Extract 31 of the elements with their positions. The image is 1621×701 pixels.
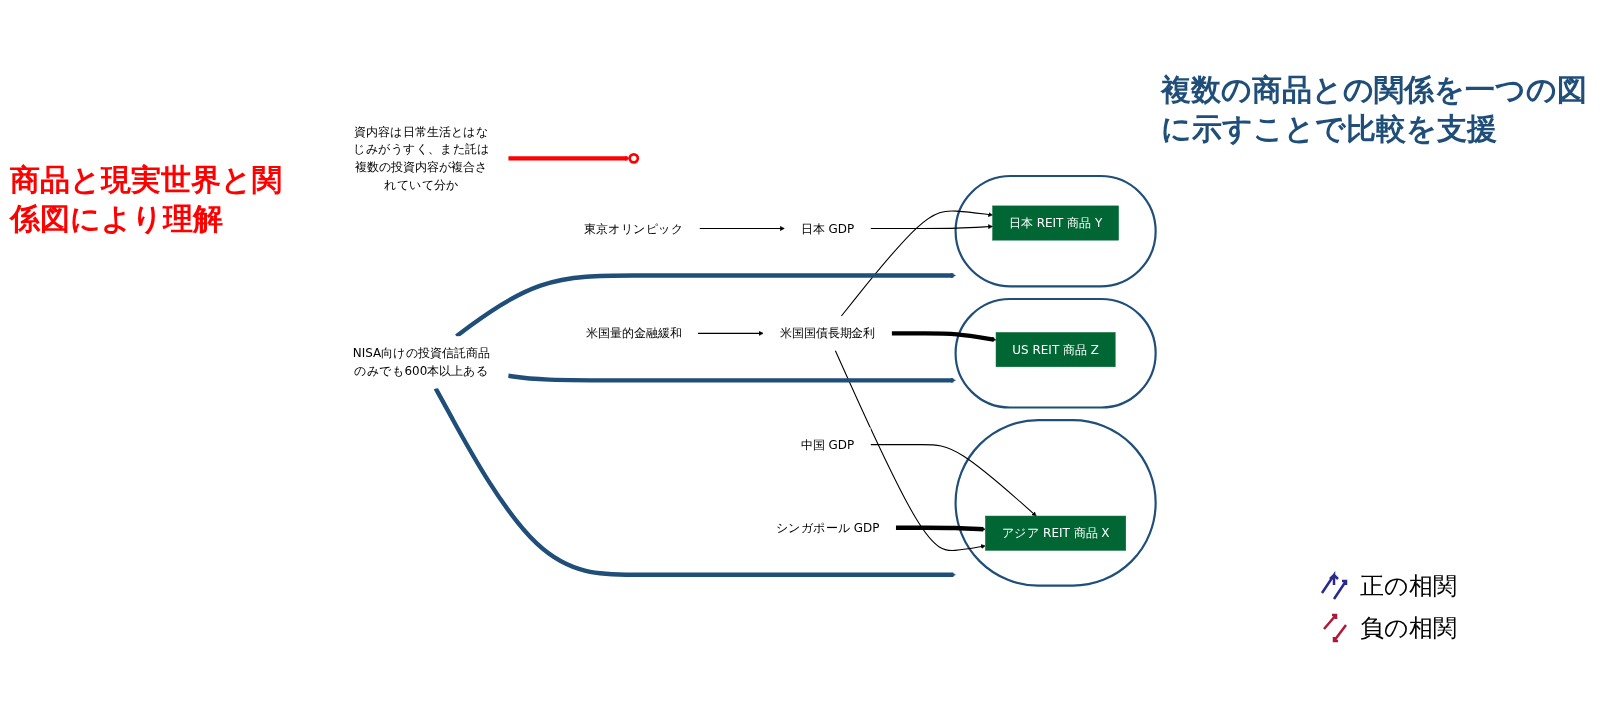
node-box: 日本 REIT 商品 Y bbox=[992, 205, 1119, 241]
legend-label: 負の相関 bbox=[1360, 613, 1457, 644]
node-text: 中国 GDP bbox=[800, 437, 855, 452]
node-text: 資内容は日常生活とはなじみがうすく、また託は複数の投資内容が複合されていて分か bbox=[353, 124, 490, 193]
arrow bbox=[455, 273, 956, 338]
arrow bbox=[870, 444, 1037, 517]
node-text: 米国国債長期金利 bbox=[779, 326, 876, 341]
arrow bbox=[507, 373, 956, 383]
note-text: 商品と現実世界と関係図により理解 bbox=[10, 161, 283, 238]
arrow bbox=[433, 387, 956, 578]
node-box: US REIT 商品 Z bbox=[995, 332, 1116, 368]
arrow bbox=[697, 330, 764, 336]
node-circle bbox=[628, 152, 640, 164]
cluster bbox=[954, 419, 1157, 587]
node-text: 東京オリンピック bbox=[584, 221, 684, 236]
arrow bbox=[895, 525, 986, 532]
arrow bbox=[840, 210, 993, 317]
arrow bbox=[891, 331, 997, 342]
legend-label: 正の相関 bbox=[1360, 571, 1457, 602]
note-text: 複数の商品との関係を一つの図に示すことで比較を支援 bbox=[1161, 71, 1588, 148]
cluster bbox=[954, 174, 1157, 288]
arrow bbox=[508, 156, 630, 161]
node-box: アジア REIT 商品 X bbox=[985, 515, 1127, 551]
arrow bbox=[698, 226, 785, 231]
arrow bbox=[834, 349, 986, 552]
cluster bbox=[954, 297, 1157, 409]
node-text: 日本 GDP bbox=[800, 221, 855, 236]
node-text: シンガポール GDP bbox=[775, 520, 880, 535]
node-text: NISA向けの投資信託商品のみでも600本以上ある bbox=[352, 346, 490, 379]
arrow bbox=[870, 224, 993, 230]
node-text: 米国量的金融緩和 bbox=[585, 326, 682, 341]
